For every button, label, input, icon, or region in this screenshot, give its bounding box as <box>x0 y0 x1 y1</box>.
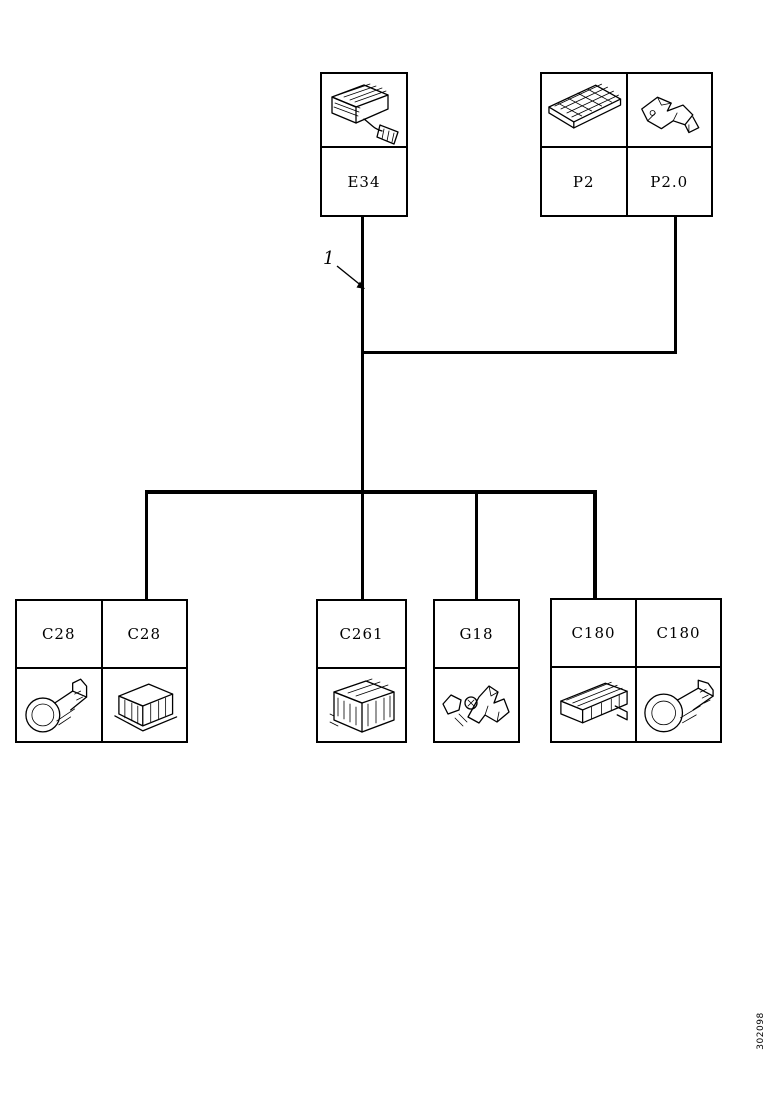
p2-0-part-illustration <box>625 74 712 146</box>
p2-0-label: P2.0 <box>625 148 712 215</box>
p2-part-illustration <box>542 74 626 146</box>
c28-right-label: C28 <box>100 601 187 667</box>
c180-right-part-illustration <box>635 668 720 741</box>
c180-left-part-illustration <box>552 668 635 741</box>
wire-p20-vertical <box>674 216 677 354</box>
c28-left-part-illustration <box>17 669 101 741</box>
g18-part-illustration <box>435 669 518 741</box>
c261-part-illustration <box>318 669 405 741</box>
g18-label: G18 <box>459 625 494 643</box>
wire-drop-g18 <box>475 492 478 600</box>
node-c28: C28 C28 <box>15 599 188 743</box>
e34-label: E34 <box>347 172 381 191</box>
node-e34: E34 <box>320 72 408 217</box>
c261-label: C261 <box>339 625 384 643</box>
callout-leader-arrow <box>336 265 365 289</box>
wire-top-horizontal <box>361 351 677 354</box>
wire-main-vertical <box>361 216 364 601</box>
node-c180: C180 C180 <box>550 598 722 743</box>
wire-bus-horizontal <box>145 490 597 494</box>
c28-left-label: C28 <box>41 625 76 643</box>
c180-left-label: C180 <box>571 624 616 642</box>
c28-right-part-illustration <box>100 669 187 741</box>
node-p2: P2 P2.0 <box>540 72 713 217</box>
c180-right-label: C180 <box>635 600 720 666</box>
callout-1-label: 1 <box>323 248 335 269</box>
wire-drop-c28 <box>145 492 148 600</box>
figure-number: 302098 <box>756 1012 766 1050</box>
p2-label: P2 <box>572 172 595 191</box>
node-g18: G18 <box>433 599 520 743</box>
e34-part-illustration <box>322 74 406 146</box>
node-c261: C261 <box>316 599 407 743</box>
wire-drop-c180 <box>593 492 597 600</box>
